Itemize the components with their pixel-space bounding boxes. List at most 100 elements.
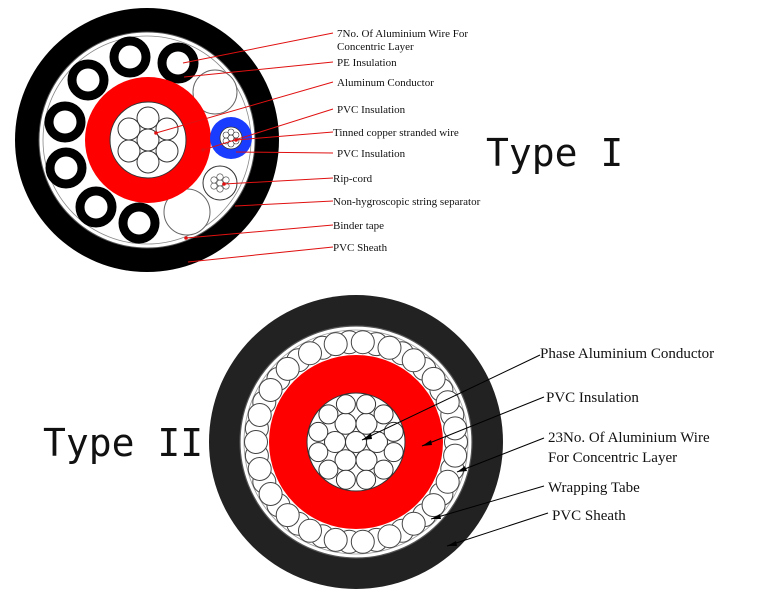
type1-label-rip-cord: Rip-cord xyxy=(333,173,373,185)
type1-rip-strand xyxy=(216,173,224,181)
type2-leader-line xyxy=(446,512,549,547)
type1-rip-strand xyxy=(216,185,224,193)
type2-concentric-wire xyxy=(443,443,468,468)
type2-concentric-wires xyxy=(244,330,468,554)
type1-strand xyxy=(117,139,141,163)
type1-concentric-wires xyxy=(44,36,199,244)
type2-leader-arrow xyxy=(457,466,467,472)
type2-concentric-wire xyxy=(323,332,348,357)
type1-rip-strand xyxy=(210,182,218,190)
type2-concentric-wire xyxy=(435,469,460,494)
type2-leader-line xyxy=(421,396,545,447)
type1-strand xyxy=(136,150,160,174)
type2-concentric-wire xyxy=(247,403,272,427)
type2-leader-line xyxy=(361,354,541,441)
type2-concentric-wire xyxy=(244,430,268,454)
type2-leader-arrows xyxy=(362,433,467,546)
type2-strand xyxy=(366,431,388,453)
type1-leader-arrows xyxy=(154,131,238,240)
type2-concentric-wire xyxy=(275,503,300,528)
type2-strand xyxy=(356,394,377,415)
type1-leader-line xyxy=(223,177,334,185)
type1-leader-line xyxy=(155,81,334,134)
type1-leader-line xyxy=(183,61,334,78)
type1-strand xyxy=(117,117,141,141)
type2-strand xyxy=(345,431,367,453)
type1-strand xyxy=(136,106,160,130)
type2-concentric-wire xyxy=(377,524,402,549)
type1-label-pe-insulation: PE Insulation xyxy=(337,57,397,69)
type1-concentric-wire xyxy=(157,42,199,84)
type1-aluminium-conductor xyxy=(117,106,179,174)
type2-leader-arrow xyxy=(362,433,372,440)
type1-leader-lines xyxy=(155,32,334,263)
type1-leader-line xyxy=(182,32,334,64)
type2-strand xyxy=(318,404,339,425)
type2-concentric-wire xyxy=(350,529,375,554)
type2-concentric-wire xyxy=(275,356,300,381)
type1-concentric-wire xyxy=(44,101,86,143)
type1-leader-arrow xyxy=(201,148,205,152)
type1-copper-strand xyxy=(232,131,240,139)
type1-strand xyxy=(155,117,179,141)
type1-leader-line xyxy=(235,131,334,141)
type1-leader-line xyxy=(187,246,334,263)
type1-label-aluminum-conductor: Aluminum Conductor xyxy=(337,77,434,89)
type1-copper-strand xyxy=(222,131,230,139)
type2-strand xyxy=(373,404,394,425)
type2-cable: Phase Aluminium Conductor PVC Insulation… xyxy=(43,295,714,589)
type1-concentric-wire xyxy=(118,202,160,244)
type2-strand xyxy=(335,469,356,490)
type1-label-concentric-wires: 7No. Of Aluminium Wire For xyxy=(337,28,468,40)
type1-label-pvc-sheath: PVC Sheath xyxy=(333,242,388,254)
type2-concentric-wire xyxy=(258,378,283,402)
type2-concentric-wire xyxy=(350,330,375,355)
type2-strand xyxy=(373,459,394,480)
type1-rip-cord-strands xyxy=(210,173,230,193)
type1-title: Type I xyxy=(486,131,623,175)
type2-strand xyxy=(318,459,339,480)
type1-label-pvc-insulation-2: PVC Insulation xyxy=(337,148,406,160)
type2-phase-conductor xyxy=(308,394,404,490)
type1-string-separator xyxy=(192,69,238,115)
type1-leader-line xyxy=(234,200,334,207)
type2-concentric-wire xyxy=(421,493,446,518)
type2-label-phase-conductor: Phase Aluminium Conductor xyxy=(540,346,714,362)
type2-label-wrapping-tape: Wrapping Tabe xyxy=(548,480,640,496)
type2-leader-arrow xyxy=(422,440,432,446)
type2-leader-line xyxy=(456,437,545,473)
type2-strand xyxy=(308,421,329,442)
type2-leader-arrow xyxy=(447,541,457,546)
type1-leader-line xyxy=(202,108,334,151)
type2-strand xyxy=(383,442,404,463)
type2-leader-lines xyxy=(361,354,549,547)
type1-concentric-wire xyxy=(45,147,87,189)
type1-copper-strand xyxy=(227,128,235,136)
type1-leader-arrow xyxy=(154,131,158,135)
type2-title: Type II xyxy=(43,421,203,465)
type2-concentric-wire xyxy=(435,390,460,415)
type2-label-concentric-wires: 23No. Of Aluminium Wire xyxy=(548,430,710,446)
type1-leader-line xyxy=(235,151,334,154)
type1-leader-arrow xyxy=(234,138,238,142)
type2-concentric-wire xyxy=(421,366,446,391)
type1-leader-line xyxy=(185,224,334,239)
type1-concentric-wire xyxy=(75,186,117,228)
type2-concentric-wire xyxy=(323,527,348,552)
type1-label-pvc-insulation: PVC Insulation xyxy=(337,104,406,116)
type1-label-tinned-copper-wire: Tinned copper stranded wire xyxy=(333,127,459,139)
type2-label-concentric-layer: For Concentric Layer xyxy=(548,450,677,466)
type2-strand xyxy=(335,394,356,415)
type1-strand xyxy=(155,139,179,163)
type2-strand xyxy=(308,442,329,463)
type1-rip-strand xyxy=(210,176,218,184)
type1-leader-arrow xyxy=(222,182,226,186)
type2-leader-line xyxy=(430,485,545,520)
type2-concentric-wire xyxy=(377,335,402,360)
type2-strand xyxy=(356,469,377,490)
type1-concentric-wire xyxy=(67,59,109,101)
type1-rip-strand xyxy=(216,179,224,187)
type2-label-pvc-sheath: PVC Sheath xyxy=(552,508,626,524)
type2-concentric-wire xyxy=(401,348,426,373)
